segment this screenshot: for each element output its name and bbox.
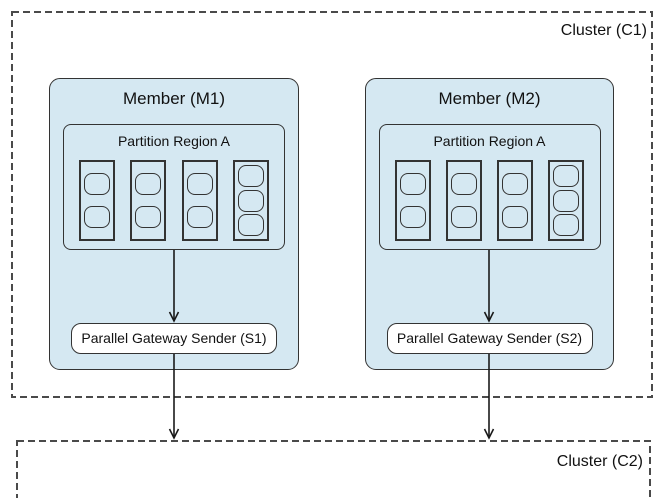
bucket-shape [553, 164, 580, 187]
bucket-shape [237, 214, 264, 237]
bucket-column [79, 160, 116, 241]
partition-region-m2-label: Partition Region A [433, 133, 546, 149]
bucket-column [130, 160, 167, 241]
bucket-shape [553, 214, 580, 237]
member-m1-title: Member (M1) [122, 89, 225, 108]
member-m2-title: Member (M2) [438, 89, 541, 108]
bucket-shape [450, 173, 477, 195]
cluster-c2-border [16, 440, 651, 498]
bucket-shape [502, 173, 529, 195]
cluster-c1-label: Cluster (C1) [560, 22, 647, 39]
bucket-shape [502, 206, 529, 228]
member-m1-box: Member (M1) Partition Region A Parallel … [49, 78, 299, 370]
bucket-shape [399, 173, 426, 195]
member-m2-box: Member (M2) Partition Region A Parallel … [365, 78, 614, 370]
gateway-sender-s2: Parallel Gateway Sender (S2) [386, 323, 593, 354]
bucket-shape [135, 173, 162, 195]
bucket-column [394, 160, 431, 241]
bucket-shape [84, 173, 111, 195]
bucket-shape [186, 173, 213, 195]
bucket-shape [237, 164, 264, 187]
bucket-column [232, 160, 269, 241]
bucket-shape [399, 206, 426, 228]
bucket-shape [135, 206, 162, 228]
gateway-sender-s1: Parallel Gateway Sender (S1) [71, 323, 277, 354]
bucket-row [380, 160, 600, 241]
bucket-shape [450, 206, 477, 228]
bucket-column [497, 160, 534, 241]
bucket-row [64, 160, 284, 241]
cluster-c2-label: Cluster (C2) [556, 453, 643, 470]
bucket-shape [553, 189, 580, 212]
bucket-column [181, 160, 218, 241]
bucket-shape [84, 206, 111, 228]
bucket-shape [186, 206, 213, 228]
bucket-shape [237, 189, 264, 212]
partition-region-m1: Partition Region A [63, 124, 285, 250]
bucket-column [445, 160, 482, 241]
partition-region-m2: Partition Region A [378, 124, 601, 250]
partition-region-m1-label: Partition Region A [117, 133, 231, 149]
bucket-column [548, 160, 585, 241]
